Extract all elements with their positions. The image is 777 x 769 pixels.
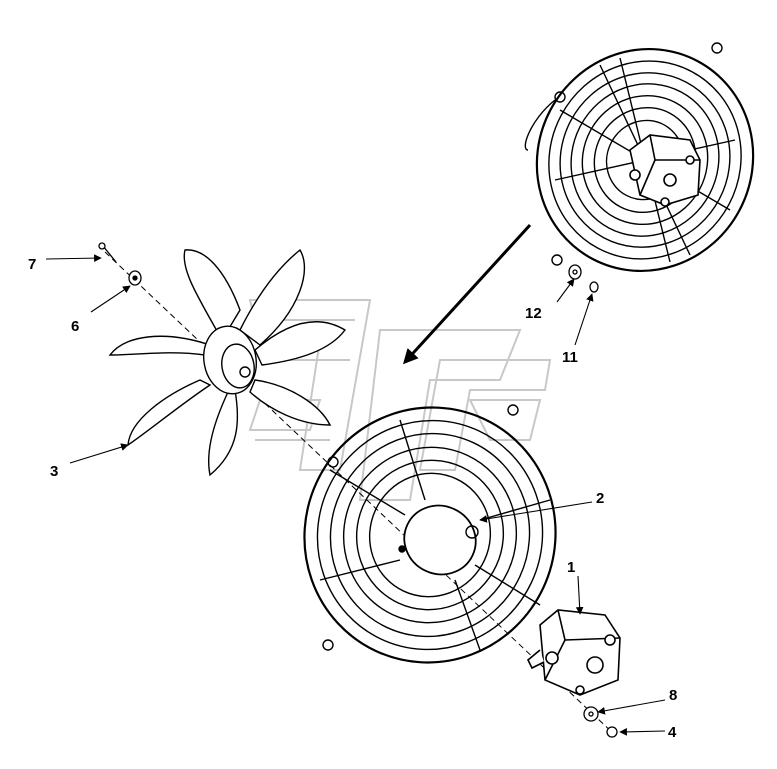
callout-7: 7: [28, 256, 36, 273]
fan-guard: [303, 404, 557, 664]
washer-12: [568, 264, 582, 280]
assembled-pump: [629, 134, 701, 207]
callout-4: 4: [668, 724, 677, 741]
bolt-7: [98, 242, 117, 263]
callout-1: 1: [567, 559, 575, 576]
callout-6: 6: [71, 318, 79, 335]
callout-12: 12: [525, 305, 542, 322]
washer-8: [583, 706, 599, 722]
fan-impeller: [108, 248, 347, 477]
washer-6: [128, 270, 142, 286]
callout-8: 8: [669, 687, 677, 704]
leader-lines: [45, 254, 666, 736]
explode-direction-arrow: [402, 223, 532, 365]
nut-11: [589, 281, 599, 293]
hydraulic-pump: [527, 609, 621, 696]
assembly-axis: [104, 251, 616, 736]
nut-4: [606, 726, 618, 738]
callout-3: 3: [50, 463, 58, 480]
callout-2: 2: [596, 490, 604, 507]
assembled-fan-guard: [524, 42, 755, 273]
callout-11: 11: [562, 349, 578, 366]
